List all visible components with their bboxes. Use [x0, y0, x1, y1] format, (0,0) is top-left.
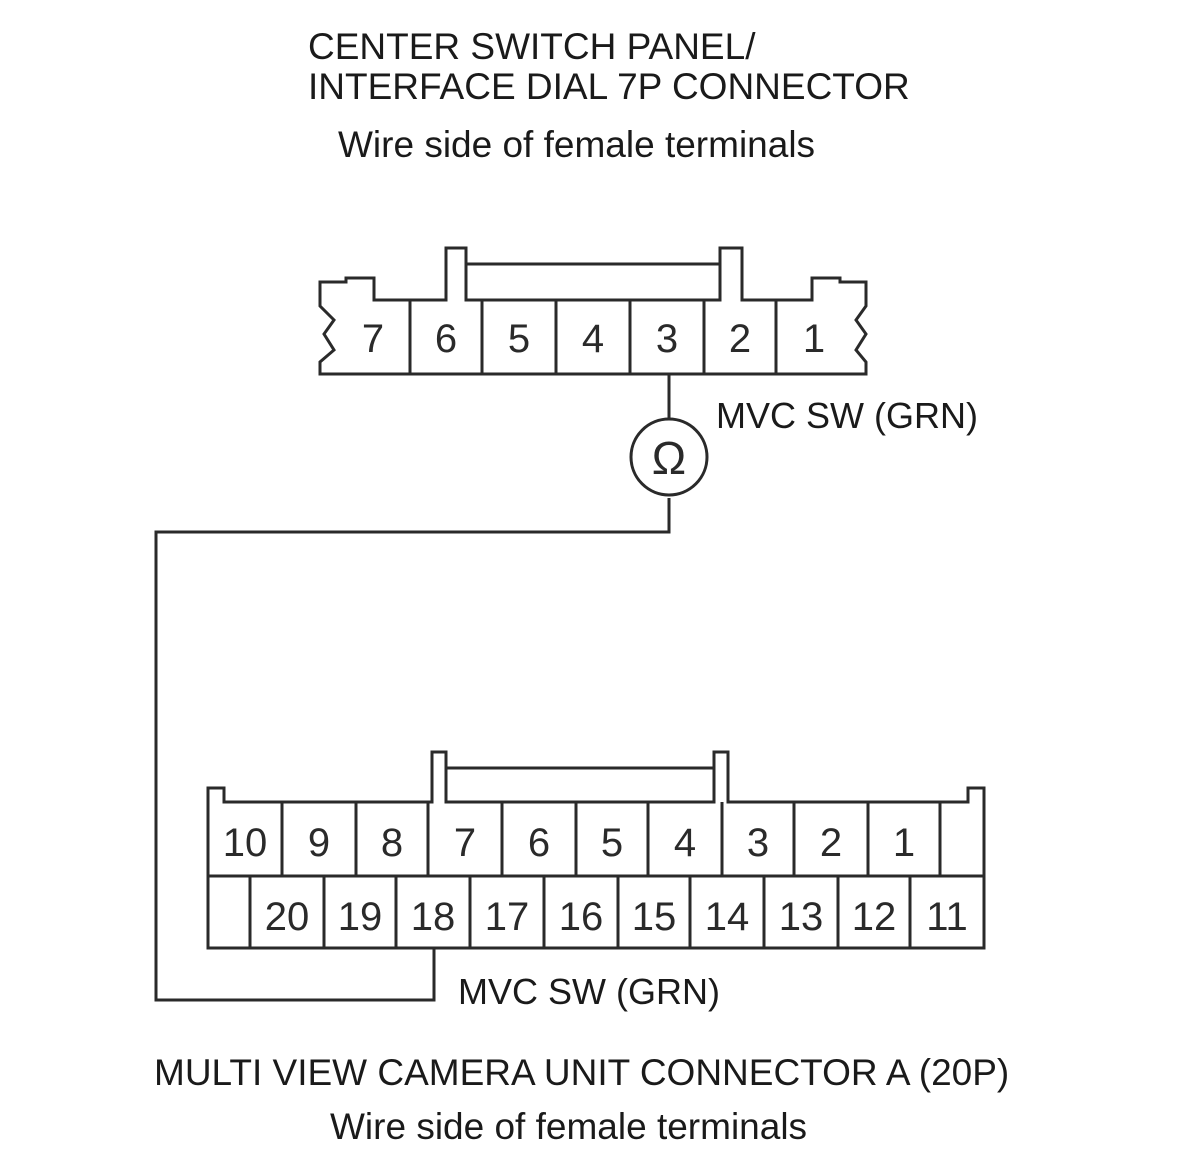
- ohmmeter-icon: Ω: [629, 417, 709, 497]
- top-connector-dividers: [408, 300, 778, 374]
- bottom-connector-body: [206, 750, 986, 950]
- bottom-connector-top-row: 10 9 8 7 6 5 4 3 2 1: [223, 821, 915, 865]
- terminal: 19: [338, 895, 383, 939]
- top-terminal: 4: [582, 317, 604, 361]
- terminal: 4: [674, 821, 696, 865]
- top-terminal: 3: [656, 317, 678, 361]
- top-terminal: 7: [362, 317, 384, 361]
- terminal: 12: [852, 895, 897, 939]
- top-terminal: 5: [508, 317, 530, 361]
- top-row-dividers: [280, 802, 942, 876]
- top-connector-terminals: 7 6 5 4 3 2 1: [362, 317, 825, 361]
- ohm-symbol: Ω: [652, 432, 686, 484]
- bottom-connector-title: MULTI VIEW CAMERA UNIT CONNECTOR A (20P): [154, 1052, 1010, 1093]
- top-terminal: 2: [729, 317, 751, 361]
- terminal: 5: [601, 821, 623, 865]
- terminal: 18: [411, 895, 456, 939]
- top-terminal: 1: [803, 317, 825, 361]
- terminal: 6: [528, 821, 550, 865]
- bottom-wire-label: MVC SW (GRN): [458, 971, 720, 1012]
- terminal: 16: [559, 895, 604, 939]
- terminal: 3: [747, 821, 769, 865]
- top-connector: [318, 246, 868, 376]
- terminal: 13: [779, 895, 824, 939]
- top-wire-label: MVC SW (GRN): [716, 395, 978, 436]
- top-connector-subtitle: Wire side of female terminals: [338, 124, 816, 165]
- bottom-connector: [206, 750, 986, 950]
- terminal: 1: [893, 821, 915, 865]
- top-terminal: 6: [435, 317, 457, 361]
- test-lead-wire: [154, 374, 671, 1002]
- terminal: 2: [820, 821, 842, 865]
- terminal: 10: [223, 821, 268, 865]
- terminal: 11: [926, 895, 968, 939]
- top-connector-title-line2: INTERFACE DIAL 7P CONNECTOR: [308, 66, 910, 107]
- terminal: 17: [485, 895, 530, 939]
- bottom-connector-bottom-row: 20 19 18 17 16 15 14 13 12 11: [265, 895, 968, 939]
- terminal: 8: [381, 821, 403, 865]
- terminal: 7: [454, 821, 476, 865]
- bottom-row-dividers: [248, 876, 912, 948]
- top-connector-body: [318, 246, 868, 376]
- bottom-connector-subtitle: Wire side of female terminals: [330, 1106, 808, 1147]
- terminal: 15: [632, 895, 677, 939]
- top-connector-title-line1: CENTER SWITCH PANEL/: [308, 26, 756, 67]
- terminal: 20: [265, 895, 310, 939]
- wire-bottom-segment: [154, 498, 671, 1002]
- terminal: 14: [705, 895, 750, 939]
- terminal: 9: [308, 821, 330, 865]
